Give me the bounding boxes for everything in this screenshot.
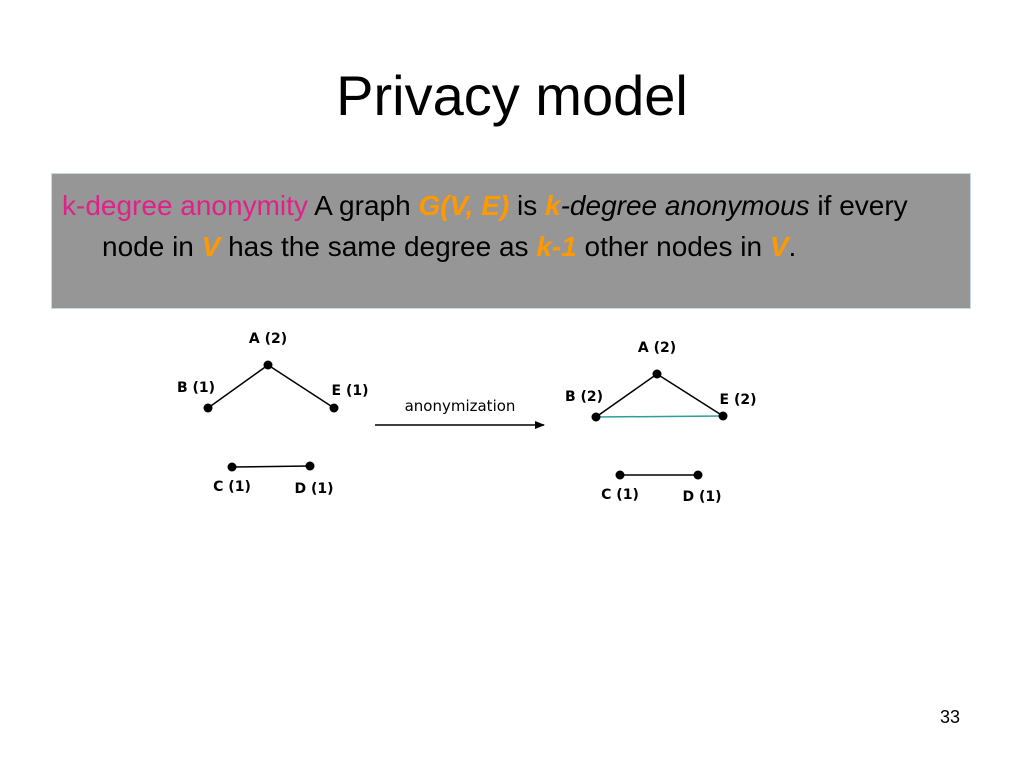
v-variable-1: V: [201, 231, 221, 262]
definition-text: k-degree anonymity A graph G(V, E) is k-…: [62, 185, 930, 267]
original-node-c: [227, 462, 237, 472]
original-node-b: [203, 403, 213, 413]
definition-box: k-degree anonymity A graph G(V, E) is k-…: [51, 173, 971, 309]
anonymized-node-c-label: C (1): [601, 487, 639, 503]
k-variable: k: [545, 190, 561, 221]
anonymized-edge-a-e: [656, 373, 724, 417]
definition-text-2: is: [509, 190, 546, 221]
degree-anonymous-phrase: -degree anonymous: [560, 190, 810, 221]
original-node-e-label: E (1): [332, 383, 369, 399]
anonymized-node-d-label: D (1): [682, 489, 721, 505]
definition-text-7: .: [788, 231, 797, 262]
definition-text-6: other nodes in: [576, 231, 770, 262]
original-node-a: [263, 360, 273, 370]
graph-notation: G(V, E): [418, 190, 510, 221]
original-node-a-label: A (2): [249, 331, 287, 347]
anonymized-node-a: [652, 369, 662, 379]
definition-text-4: if every node in: [102, 190, 908, 262]
original-node-c-label: C (1): [213, 479, 251, 495]
original-graph: A (2) B (1) E (1) C (1) D (1): [177, 331, 369, 497]
anonymized-node-d: [693, 470, 703, 480]
added-edge-b-e: [595, 415, 724, 418]
anonymized-edge-a-b: [595, 373, 658, 418]
original-node-e: [329, 403, 339, 413]
definition-term: k-degree anonymity: [62, 190, 308, 221]
page-number: 33: [939, 707, 961, 727]
v-variable-2: V: [769, 231, 789, 262]
original-edge-a-e: [267, 364, 335, 409]
original-edge-a-b: [207, 364, 269, 409]
arrow-label: anonymization: [405, 397, 516, 415]
anonymization-arrow: anonymization: [375, 397, 545, 429]
anonymized-node-b-label: B (2): [565, 389, 603, 405]
original-node-b-label: B (1): [177, 380, 215, 396]
original-node-d: [305, 461, 315, 471]
anonymized-node-e-label: E (2): [720, 392, 757, 408]
anonymized-node-e: [718, 411, 728, 421]
definition-text-1: A graph: [307, 190, 419, 221]
anonymized-node-a-label: A (2): [638, 340, 676, 356]
k-minus-1-variable: k-1: [536, 231, 577, 262]
anonymized-node-c: [615, 470, 625, 480]
original-edge-c-d: [231, 465, 311, 468]
anonymized-graph: A (2) B (2) E (2) C (1) D (1): [565, 340, 757, 505]
definition-text-5: has the same degree as: [220, 231, 537, 262]
anonymized-node-b: [591, 412, 601, 422]
original-node-d-label: D (1): [294, 481, 333, 497]
slide-title: Privacy model: [336, 64, 688, 127]
